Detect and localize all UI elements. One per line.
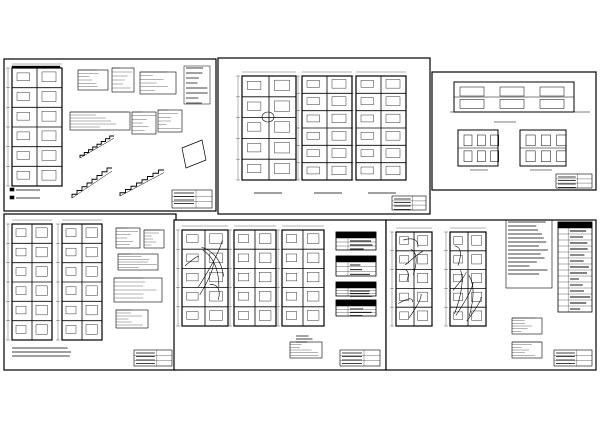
panel-diagram — [511, 317, 543, 335]
sheet-border — [217, 57, 431, 215]
sanitary-plan-3 — [276, 225, 325, 327]
circuit-wiring — [452, 245, 482, 322]
electrical-plan-1 — [390, 227, 433, 327]
notes-block — [508, 221, 548, 275]
footing-detail — [111, 67, 135, 93]
sheet-4 — [3, 213, 177, 371]
legend-table — [335, 281, 377, 297]
stair-section — [71, 167, 113, 199]
floor-plan-1 — [236, 71, 297, 181]
sheet-border — [3, 213, 177, 371]
panel-diagram — [511, 341, 543, 359]
stair-section — [119, 169, 165, 197]
title-block — [171, 189, 213, 209]
beam-schedule — [113, 277, 163, 303]
section-b — [519, 129, 567, 167]
floor-plan-3 — [350, 71, 407, 181]
plan-label-bar — [11, 65, 61, 69]
sanitary-plan-1 — [176, 225, 229, 327]
sheet-border — [431, 71, 597, 191]
slab-detail — [115, 309, 149, 329]
footing-detail — [139, 71, 177, 95]
legend-table — [335, 299, 377, 317]
sheet-2 — [217, 57, 431, 215]
rebar-detail — [115, 227, 141, 249]
title-block — [339, 349, 381, 367]
sheet-1 — [3, 58, 217, 212]
legend-marker — [9, 195, 15, 200]
sheet-3 — [431, 71, 597, 191]
structural-plan-1 — [6, 219, 53, 341]
notes-block — [296, 335, 313, 343]
sheet-5 — [173, 219, 387, 371]
floor-plan-2 — [296, 71, 353, 181]
stair-isometric — [181, 139, 207, 169]
sheet-border — [173, 219, 387, 371]
column-detail — [131, 111, 157, 135]
rebar-detail — [117, 253, 159, 271]
footing-detail — [77, 69, 109, 91]
structural-plan-2 — [56, 219, 103, 341]
sheet-6 — [385, 219, 597, 371]
stair-section — [79, 135, 115, 159]
electrical-plan-2 — [444, 227, 487, 327]
pipe-routing — [184, 240, 224, 300]
column-detail — [157, 109, 183, 133]
beam-detail — [69, 111, 131, 131]
title-block — [133, 349, 173, 367]
sanitary-plan-2 — [228, 225, 277, 327]
notes-block — [12, 347, 72, 357]
title-block — [553, 349, 593, 367]
circuit-wiring — [398, 238, 424, 319]
rebar-detail — [143, 229, 165, 249]
load-schedule-table — [557, 221, 593, 313]
notes-block — [186, 67, 208, 104]
title-block — [555, 173, 593, 189]
section-a — [457, 129, 499, 167]
legend-table — [335, 255, 377, 277]
title-block — [391, 195, 427, 211]
legend-marker — [9, 187, 15, 192]
table-symbol — [261, 111, 275, 123]
legend-table — [335, 231, 377, 251]
